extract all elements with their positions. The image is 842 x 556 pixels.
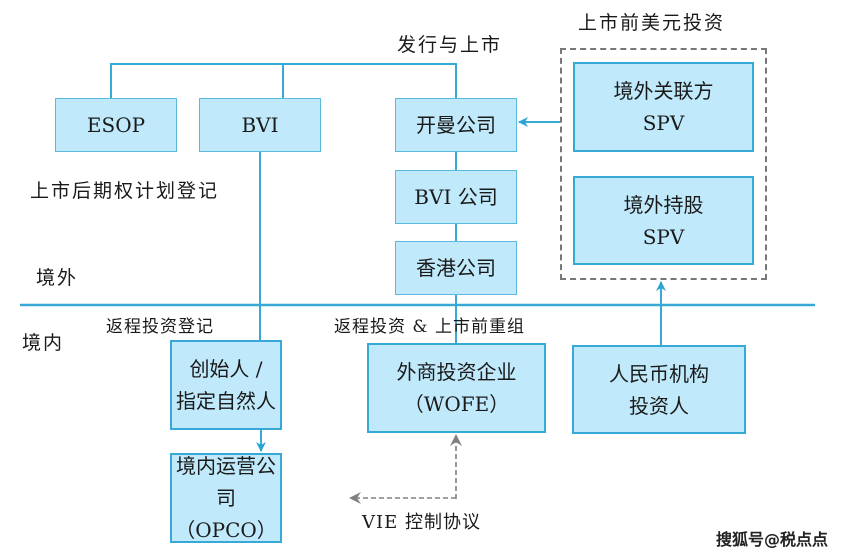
watermark: 搜狐号@税点点 — [715, 530, 828, 549]
founder-line1: 创始人 / — [189, 357, 263, 381]
offshore-holding-spv-box[interactable]: 境外持股 SPV — [573, 176, 754, 265]
opco-box[interactable]: 境内运营公司 （OPCO） — [170, 453, 282, 543]
cayman-company-box[interactable]: 开曼公司 — [395, 98, 517, 152]
bvi-company-label: BVI 公司 — [414, 185, 498, 209]
rmb-investor-box[interactable]: 人民币机构 投资人 — [572, 345, 746, 434]
affiliate-spv-line1: 境外关联方 — [613, 79, 714, 103]
wofe-line1: 外商投资企业 — [396, 360, 517, 384]
rmb-investor-line2: 投资人 — [629, 393, 689, 418]
esop-box[interactable]: ESOP — [55, 98, 177, 152]
offshore-affiliate-spv-box[interactable]: 境外关联方 SPV — [573, 62, 754, 152]
round-trip-restructure-label: 返程投资 & 上市前重组 — [334, 317, 525, 337]
offshore-label: 境外 — [36, 267, 79, 289]
issue-listing-label: 发行与上市 — [397, 34, 503, 56]
holding-spv-line2: SPV — [642, 224, 685, 249]
hk-company-label: 香港公司 — [416, 256, 496, 280]
founder-line2: 指定自然人 — [176, 389, 276, 413]
round-trip-registration-label: 返程投资登记 — [106, 317, 214, 337]
vie-arrow-left — [349, 492, 361, 504]
pre-ipo-usd-label: 上市前美元投资 — [578, 12, 726, 34]
esop-registration-label: 上市后期权计划登记 — [30, 180, 220, 202]
bvi-label: BVI — [241, 113, 279, 137]
holding-spv-line1: 境外持股 — [623, 192, 704, 217]
vie-agreement-label: VIE 控制协议 — [362, 512, 481, 533]
vie-arrow-up — [450, 434, 462, 446]
opco-line2: （OPCO） — [175, 518, 277, 542]
bvi-box[interactable]: BVI — [199, 98, 321, 152]
wofe-line2: （WOFE） — [403, 392, 510, 416]
affiliate-spv-line2: SPV — [642, 111, 685, 135]
rmb-investor-line1: 人民币机构 — [609, 361, 709, 386]
opco-line1: 境内运营公司 — [176, 454, 276, 510]
bvi-company-box[interactable]: BVI 公司 — [395, 170, 517, 224]
wofe-box[interactable]: 外商投资企业 （WOFE） — [367, 343, 546, 433]
pre-ipo-usd-container — [560, 48, 767, 280]
hk-company-box[interactable]: 香港公司 — [395, 241, 517, 295]
esop-label: ESOP — [86, 113, 146, 137]
founder-box[interactable]: 创始人 / 指定自然人 — [170, 340, 282, 430]
cayman-label: 开曼公司 — [416, 113, 496, 137]
onshore-label: 境内 — [22, 332, 65, 354]
